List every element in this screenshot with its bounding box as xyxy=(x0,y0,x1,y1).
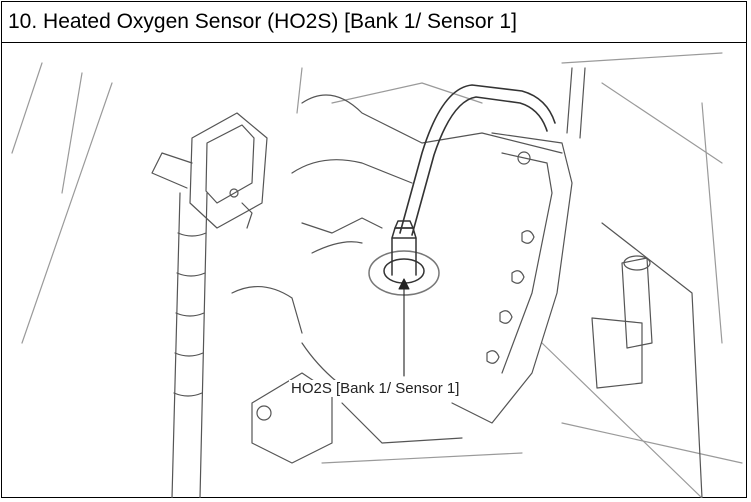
connector-block xyxy=(151,112,268,229)
engine-bay-illustration: HO2S [Bank 1/ Sensor 1] xyxy=(2,43,748,498)
callout-leader xyxy=(398,278,410,377)
sensor-wire xyxy=(399,84,556,236)
manifold-outline xyxy=(231,94,563,464)
background-structure xyxy=(11,52,743,498)
sensor-callout-label: HO2S [Bank 1/ Sensor 1] xyxy=(289,380,462,397)
right-bracket xyxy=(591,222,703,498)
radiator-hose xyxy=(171,192,208,498)
heat-shield xyxy=(451,67,586,424)
section-title: 10. Heated Oxygen Sensor (HO2S) [Bank 1/… xyxy=(2,2,746,43)
